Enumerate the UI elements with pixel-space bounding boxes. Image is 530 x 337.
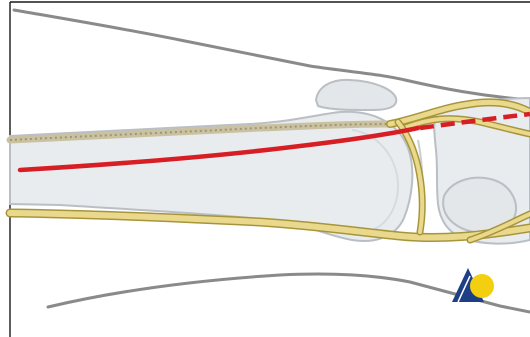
illustration-frame — [0, 0, 530, 337]
femur-nail-diagram — [0, 0, 530, 337]
